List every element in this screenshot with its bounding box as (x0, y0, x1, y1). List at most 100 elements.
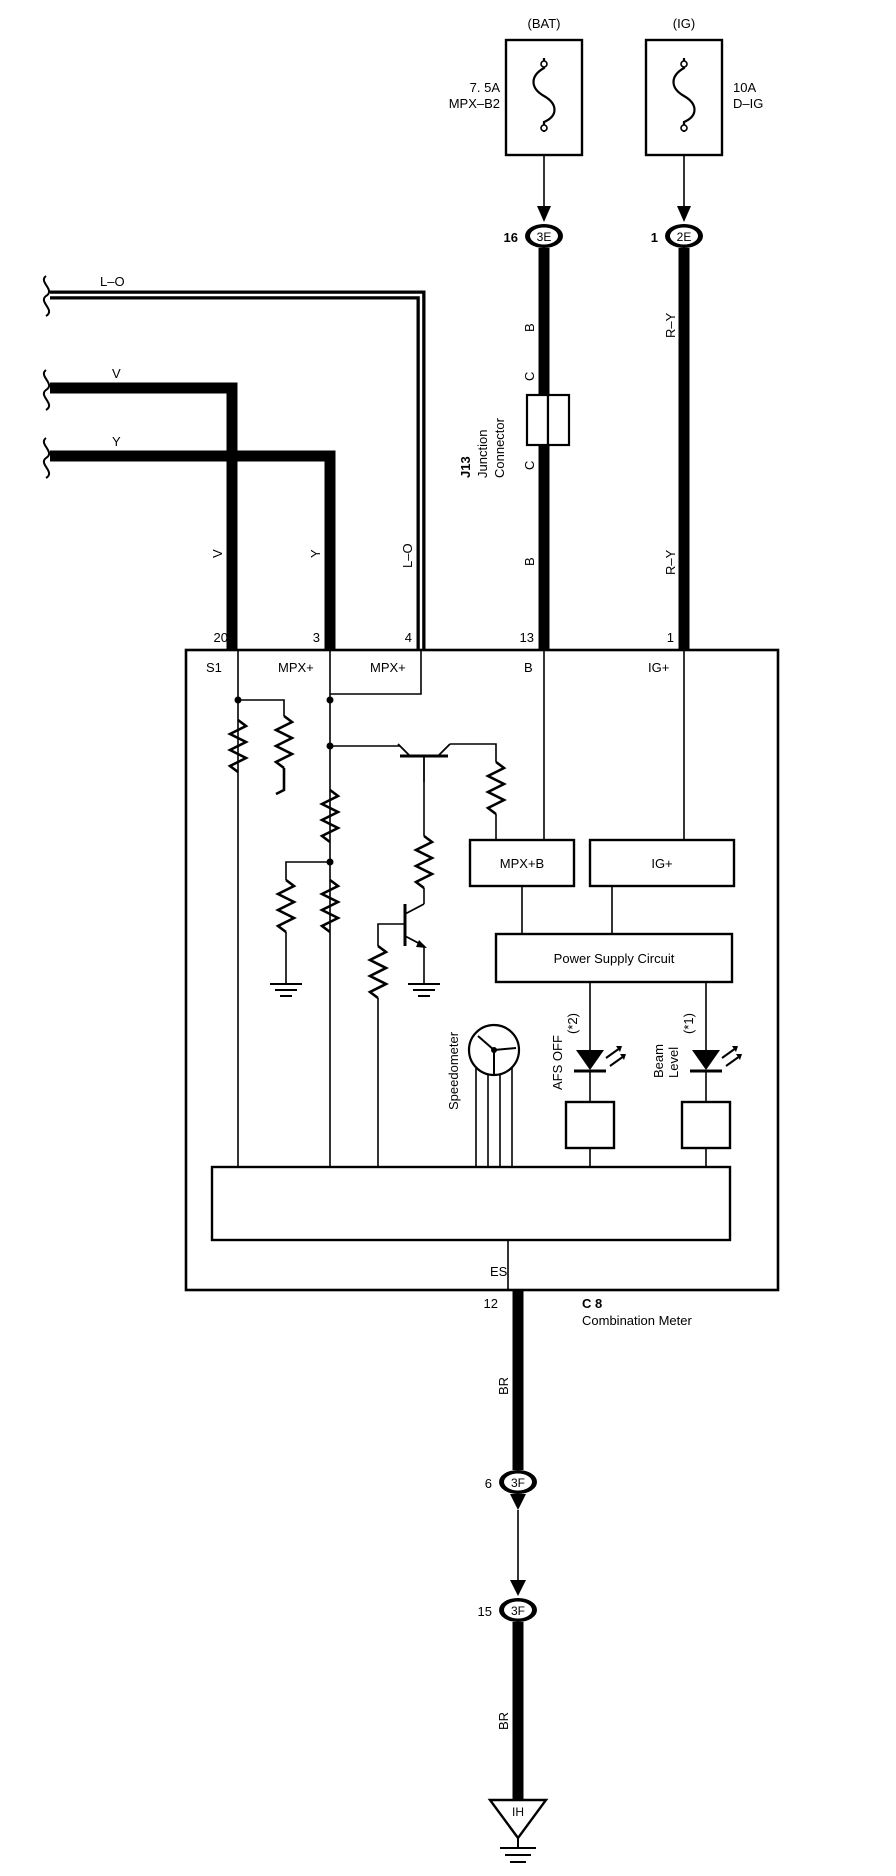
connector-3e-pin: 16 (504, 230, 518, 245)
fuse-bat-terminal-top (540, 60, 548, 68)
connector-3f-top-pin: 6 (485, 1476, 492, 1491)
connector-3f-top: 3F 6 (485, 1470, 537, 1494)
wire-label-ry-upper: R–Y (663, 312, 678, 338)
base-line-lower (377, 923, 405, 946)
terminal-mpx1: MPX+ (278, 660, 314, 675)
fuse-ig-terminal-bottom (680, 124, 688, 132)
s1-branch (238, 699, 285, 716)
wire-break-icon (43, 369, 51, 411)
junction-id: J13 (458, 456, 473, 478)
resistor-icon (413, 834, 435, 890)
junction-connector-j13: C C J13 Junction Connector (458, 372, 571, 478)
wire-label-lo-vertical: L–O (400, 543, 415, 568)
terminal-mpx2: MPX+ (370, 660, 406, 675)
block-ig (588, 838, 736, 888)
block-mpxb-label: MPX+B (500, 856, 544, 871)
ground-point-ih: IH (487, 1798, 549, 1863)
wire-lo-stripe (50, 293, 423, 650)
connector-3f-bottom-code: 3F (511, 1604, 525, 1618)
fuse-ig-symbol-icon (672, 58, 696, 132)
connector-3f-bottom-pin: 15 (478, 1604, 492, 1619)
indicator-beam-line2: Level (666, 1047, 681, 1078)
resistor-icon (319, 788, 341, 844)
meter-main-circuit-block (210, 1165, 732, 1242)
fuse-bat-name: MPX–B2 (449, 96, 500, 111)
led-beam-icon (690, 1046, 742, 1073)
fuse-bat-terminal-bottom (540, 124, 548, 132)
wire-label-v-horizontal: V (112, 366, 121, 381)
fuse-bat-source-label: (BAT) (528, 16, 561, 31)
wire-label-v-vertical: V (210, 549, 225, 558)
fuse-ig-rating: 10A (733, 80, 756, 95)
meter-pin-s1: 20 (214, 630, 228, 645)
wire-label-y-vertical: Y (308, 549, 323, 558)
meter-pin-es: 12 (484, 1296, 498, 1311)
terminal-es: ES (490, 1264, 508, 1279)
connector-3f-top-code: 3F (511, 1476, 525, 1490)
block-ig-label: IG+ (651, 856, 672, 871)
indicator-beam-line1: Beam (651, 1044, 666, 1078)
resistor-icon (367, 944, 389, 1000)
block-mpxb (468, 838, 576, 888)
junction-dot (326, 696, 334, 704)
wire-label-y-horizontal: Y (112, 434, 121, 449)
connector-2e-inner (670, 227, 698, 245)
afs-driver-box (564, 1100, 616, 1150)
indicator-afs-line2: (*2) (565, 1013, 580, 1034)
meter-name: Combination Meter (582, 1313, 692, 1328)
fuse-ig-box (644, 38, 724, 157)
meter-pin-mpx2: 4 (405, 630, 412, 645)
meter-pin-ig: 1 (667, 630, 674, 645)
meter-pin-b: 13 (520, 630, 534, 645)
junction-label-line1: Junction (475, 430, 490, 478)
arrow-down-icon (510, 1580, 526, 1596)
wire-v (50, 382, 238, 650)
block-power-supply (494, 932, 734, 984)
wire-label-b-upper: B (522, 323, 537, 332)
wire-label-br-lower: BR (496, 1712, 511, 1730)
junction-label-line2: Connector (492, 417, 507, 478)
block-power-supply-label: Power Supply Circuit (554, 951, 675, 966)
fuse-ig-source-label: (IG) (673, 16, 695, 31)
wire-label-br-upper: BR (496, 1377, 511, 1395)
meter-pin-mpx1: 3 (313, 630, 320, 645)
fuse-ig-name: D–IG (733, 96, 763, 111)
fuse-bat-rating: 7. 5A (470, 80, 501, 95)
indicator-afs-line1: AFS OFF (550, 1035, 565, 1090)
fuse-mpx-b2: (BAT) 7. 5A MPX–B2 (449, 16, 584, 157)
resistor-icon (485, 760, 507, 816)
ground-point-code: IH (512, 1805, 524, 1819)
meter-id: C 8 (582, 1296, 602, 1311)
connector-3e: 3E 16 (504, 224, 563, 248)
ground-icon (270, 983, 302, 997)
connector-2e-code: 2E (677, 230, 692, 244)
indicator-beam-note: (*1) (681, 1013, 696, 1034)
resistor-icon (319, 878, 341, 934)
arrow-down-icon (510, 1494, 526, 1510)
collector-line (450, 743, 497, 762)
ground-point-triangle (487, 1798, 549, 1841)
speedometer-gauge-icon (467, 1023, 521, 1167)
resistor-icon (273, 714, 295, 770)
ground-branch (285, 861, 330, 880)
wire-label-b-lower: B (522, 557, 537, 566)
connector-2e: 2E 1 (651, 224, 703, 248)
connector-3e-inner (530, 227, 558, 245)
combination-meter: S1 MPX+ MPX+ B IG+ ES (184, 648, 780, 1292)
npn-transistor-icon (403, 903, 427, 948)
meter-outline (184, 648, 780, 1292)
arrow-down-icon (537, 206, 551, 222)
wire-label-lo-horizontal: L–O (100, 274, 125, 289)
junction-pin-c-bottom: C (522, 461, 537, 470)
connector-3f-bottom: 3F 15 (478, 1598, 537, 1622)
wire-break-icon (43, 437, 51, 479)
terminal-b: B (524, 660, 533, 675)
wire-y (50, 450, 336, 650)
mpx2-link (330, 650, 422, 695)
ground-icon (500, 1847, 536, 1863)
connector-3e-code: 3E (537, 230, 552, 244)
beam-driver-box (680, 1100, 732, 1150)
terminal-s1: S1 (206, 660, 222, 675)
arrow-down-icon (677, 206, 691, 222)
